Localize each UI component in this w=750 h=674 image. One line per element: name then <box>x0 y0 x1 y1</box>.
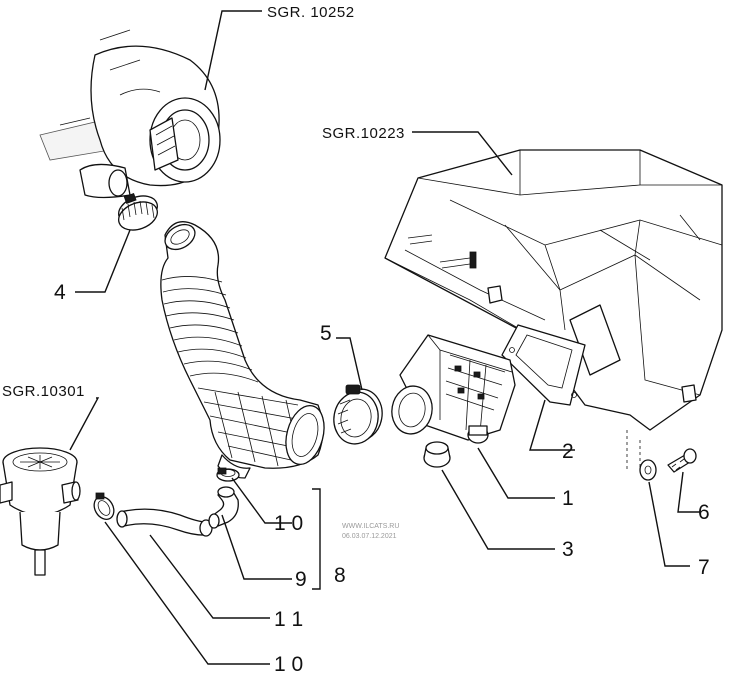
sgr-separator-label: SGR.10301 <box>2 383 85 400</box>
elbow-connector-1 <box>391 334 516 444</box>
reference-labels: SGR. 10252 SGR.10223 SGR.10301 <box>2 4 405 400</box>
air-box-housing <box>384 149 723 470</box>
callout-4: 4 <box>54 281 66 304</box>
hose-clamp-4 <box>118 192 158 231</box>
callout-11: 1 1 <box>274 608 303 631</box>
hose-clamp-10-right <box>216 467 240 482</box>
callout-2: 2 <box>562 440 574 463</box>
bolt-6 <box>667 448 697 473</box>
watermark: WWW.ILCATS.RU 06.03.07.12.2021 <box>342 523 399 540</box>
breather-hose-11 <box>116 508 213 537</box>
callout-9: 9 <box>295 568 307 591</box>
callout-numbers: 4 5 2 1 3 6 7 1 0 9 8 1 1 1 0 <box>54 281 710 674</box>
sgr-airbox-label: SGR.10223 <box>322 125 405 142</box>
turbocharger-assembly <box>39 29 221 199</box>
callout-7: 7 <box>698 556 710 579</box>
callout-5: 5 <box>320 322 332 345</box>
sgr-turbo-label: SGR. 10252 <box>267 4 355 21</box>
intake-hose-8 <box>160 221 325 479</box>
watermark-line-2: 06.03.07.12.2021 <box>342 533 397 540</box>
hose-clamp-5 <box>333 384 383 445</box>
callout-8: 8 <box>334 564 346 587</box>
leader-lines <box>69 10 700 665</box>
oil-separator <box>0 447 81 576</box>
watermark-line-1: WWW.ILCATS.RU <box>342 523 399 530</box>
elbow-hose-9 <box>208 486 239 529</box>
gasket-2 <box>501 324 586 406</box>
hose-clamp-10-left <box>93 492 115 520</box>
drain-cap-3 <box>423 441 451 468</box>
callout-6: 6 <box>698 501 710 524</box>
callout-1: 1 <box>562 487 574 510</box>
callout-10-left: 1 0 <box>274 653 303 674</box>
washer-7 <box>639 459 657 481</box>
callout-10-right: 1 0 <box>274 512 303 535</box>
callout-3: 3 <box>562 538 574 561</box>
